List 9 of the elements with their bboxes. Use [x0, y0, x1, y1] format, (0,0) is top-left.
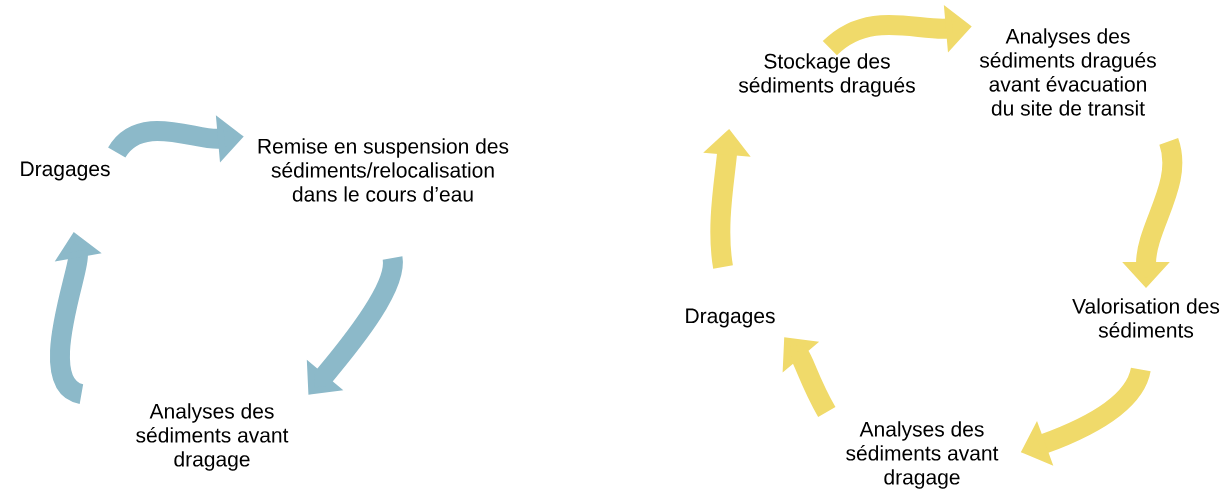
- step-text: Valorisation des sédiments: [1072, 298, 1220, 338]
- curved-arrow: [782, 337, 836, 417]
- step-text: Dragages: [21, 161, 110, 181]
- step-text: Analyses des sédiments avant dragage: [846, 421, 999, 489]
- step-text: Remise en suspension des sédiments/relocalisation dans le cours d’eau: [258, 138, 509, 202]
- step-text: Analyses des sédiments dragués avant évacuation du site de transit: [979, 28, 1156, 116]
- step-text: Stockage des sédiments dragués: [738, 53, 915, 97]
- step-text: Dragages: [686, 308, 775, 328]
- step-text: Analyses des sédiments avant dragage: [136, 403, 289, 471]
